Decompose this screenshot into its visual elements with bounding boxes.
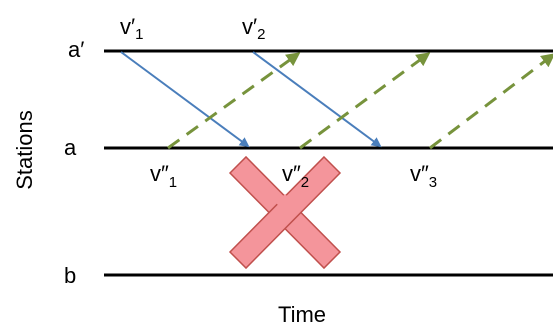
station-label-a: a [64, 135, 77, 160]
top-label-2-sub: 2 [257, 26, 265, 43]
x-axis-title: Time [278, 302, 326, 327]
bottom-label-1-main: v″ [150, 161, 169, 186]
up-arrow-1 [167, 52, 301, 150]
bottom-label-3-main: v″ [410, 161, 429, 186]
bottom-label-2-main: v″ [282, 161, 301, 186]
station-label-a-prime: a′ [68, 37, 84, 62]
up-arrow-2 [299, 52, 431, 150]
station-label-b: b [64, 263, 76, 288]
bottom-label-1: v″1 [150, 161, 177, 191]
x-cross-blocked-icon [228, 155, 342, 270]
bottom-label-1-sub: 1 [169, 174, 177, 191]
top-label-1: v′1 [120, 14, 143, 43]
up-arrow-3 [429, 53, 553, 150]
bottom-label-2-sub: 2 [301, 174, 309, 191]
top-label-1-sub: 1 [135, 26, 143, 43]
bottom-label-3-sub: 3 [429, 174, 437, 191]
down-arrow-1 [120, 51, 250, 148]
bottom-label-2: v″2 [282, 161, 309, 191]
bottom-label-3: v″3 [410, 161, 437, 191]
y-axis-title: Stations [12, 110, 37, 190]
top-label-1-main: v′ [120, 14, 135, 39]
down-arrow-2 [252, 51, 382, 148]
top-label-2: v′2 [242, 14, 265, 43]
top-label-2-main: v′ [242, 14, 257, 39]
